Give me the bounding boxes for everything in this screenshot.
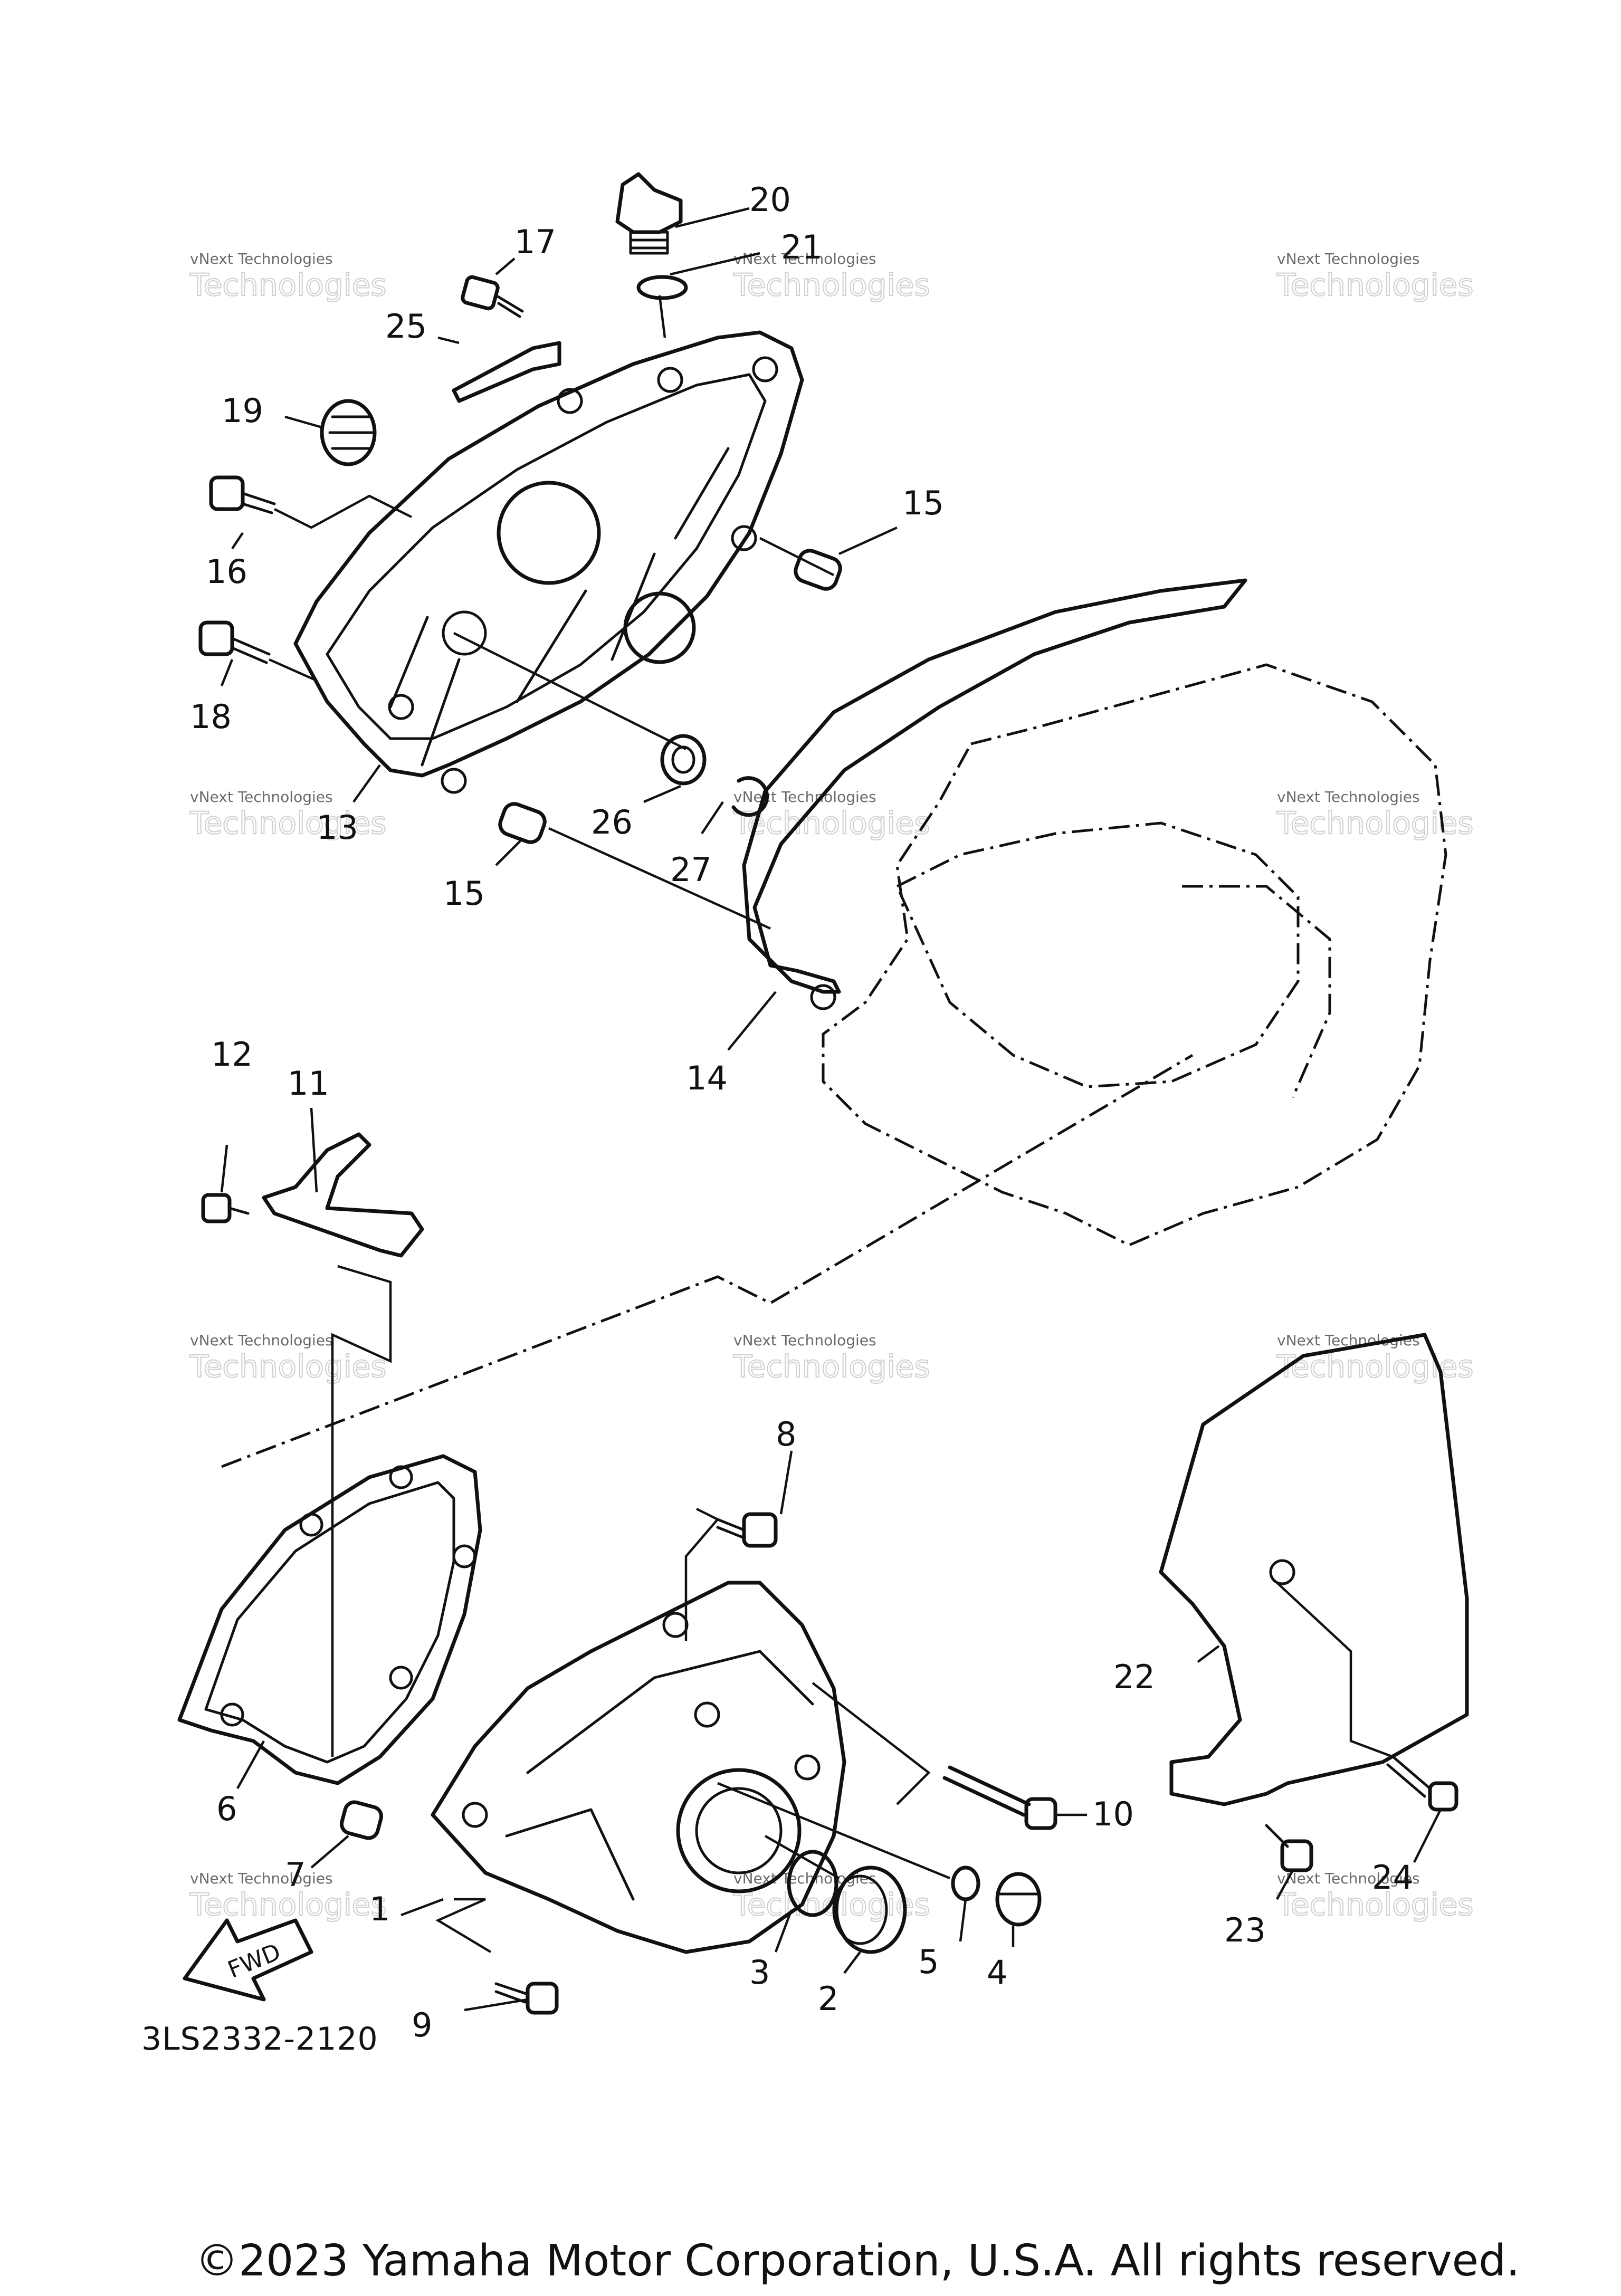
watermark: Technologies vNext Technologies [1276,1870,1474,1923]
o-ring-3 [787,1850,838,1917]
o-ring-5 [951,1866,980,1901]
sprocket-cover-22 [1159,1333,1469,1806]
watermark-small: vNext Technologies [1277,250,1420,267]
callout-6: 6 [216,1790,237,1828]
dowel-15-lower [498,802,547,844]
watermark: Technologies vNext Technologies [732,1870,931,1923]
o-ring-21 [636,275,688,300]
crankcase-gasket-14 [742,578,1247,994]
watermark: Technologies vNext Technologies [189,788,387,841]
callout-25: 25 [385,307,427,346]
bolt-23 [1265,1824,1313,1872]
callout-11: 11 [288,1064,329,1103]
bolt-10 [942,1765,1057,1830]
bolt-17 [461,275,524,318]
callout-27: 27 [670,850,712,889]
watermark-small: vNext Technologies [1277,788,1420,806]
bolt-9 [494,1982,559,2015]
callout-leaders [220,207,1442,2012]
callout-24: 24 [1372,1858,1414,1897]
watermark-big: Technologies [189,805,387,841]
callout-21: 21 [781,228,823,266]
watermark: Technologies vNext Technologies [732,250,931,303]
bolt-8 [716,1512,778,1548]
watermark: Technologies vNext Technologies [189,250,387,303]
callout-4: 4 [987,1953,1007,1992]
watermark: Technologies vNext Technologies [732,1332,931,1385]
callout-15-lower: 15 [443,874,485,913]
callout-14: 14 [686,1059,728,1097]
callout-15-upper: 15 [902,484,944,522]
watermark-big: Technologies [189,1348,387,1384]
watermark: Technologies vNext Technologies [1276,250,1474,303]
watermark-small: vNext Technologies [733,788,876,806]
oil-filler-cap [615,172,683,255]
watermark-small: vNext Technologies [1277,1870,1420,1887]
chain-guide-11 [262,1132,424,1258]
watermark-big: Technologies [189,1887,387,1922]
callout-5: 5 [918,1943,939,1981]
watermark-big: Technologies [733,805,930,841]
cover-bore [497,481,601,585]
callout-2: 2 [818,1979,838,2018]
cover-timing-hole [676,1768,802,1893]
engine-crankcase-outline [822,663,1447,1247]
plug-4 [995,1872,1042,1927]
watermark-group: Technologies vNext Technologies Technolo… [189,250,1474,1923]
dowel-15-upper [794,549,842,591]
callout-18: 18 [190,697,232,736]
callout-numbers: 1 2 3 4 5 6 7 8 9 10 11 12 13 14 15 15 1… [190,180,1414,2044]
watermark: Technologies vNext Technologies [189,1332,387,1385]
callout-7: 7 [285,1855,306,1894]
callout-8: 8 [776,1415,796,1453]
watermark-small: vNext Technologies [190,1332,333,1349]
copyright-notice: ©2023 Yamaha Motor Corporation, U.S.A. A… [195,2236,1520,2286]
watermark: Technologies vNext Technologies [1276,788,1474,841]
bolt-24 [1386,1755,1458,1812]
watermark-small: vNext Technologies [190,250,333,267]
callout-26: 26 [591,803,633,841]
watermark-big: Technologies [1276,1887,1474,1922]
oil-seal-26 [660,734,707,786]
bolt-16 [209,475,276,514]
callout-10: 10 [1092,1795,1134,1833]
crankcase-cover-right [293,330,804,794]
bolt-18 [198,620,271,664]
watermark-small: vNext Technologies [733,1332,876,1349]
watermark-big: Technologies [733,267,930,303]
bracket-25 [452,341,561,403]
callout-1: 1 [369,1890,390,1928]
watermark: Technologies vNext Technologies [1276,1332,1474,1385]
watermark: Technologies vNext Technologies [189,1870,387,1923]
watermark-small: vNext Technologies [190,1870,333,1887]
diagram-code: 3LS2332-2120 [141,2021,378,2058]
callout-23: 23 [1224,1911,1266,1949]
cover-seal-seat [442,610,487,656]
callout-17: 17 [514,223,556,261]
callout-9: 9 [412,2006,432,2044]
fwd-arrow-icon: FWD [183,1918,313,2002]
dowel-7 [339,1800,384,1840]
bolt-12 [201,1193,250,1223]
circlip-27 [731,776,769,817]
watermark: Technologies vNext Technologies [732,788,931,841]
assembly-lines [221,295,1394,1953]
watermark-big: Technologies [1276,805,1474,841]
watermark-big: Technologies [189,267,387,303]
watermark-big: Technologies [733,1348,930,1384]
watermark-big: Technologies [1276,267,1474,303]
plug-19 [320,399,377,466]
gasket-6 [177,1454,482,1785]
callout-19: 19 [222,391,263,430]
callout-12: 12 [211,1035,253,1074]
callout-20: 20 [749,180,791,219]
watermark-small: vNext Technologies [190,788,333,806]
callout-22: 22 [1113,1658,1155,1696]
callout-3: 3 [749,1953,770,1992]
crankcase-cover-left [431,1581,846,1954]
callout-13: 13 [317,808,358,847]
callout-16: 16 [206,552,247,591]
plug-2 [832,1866,907,1954]
